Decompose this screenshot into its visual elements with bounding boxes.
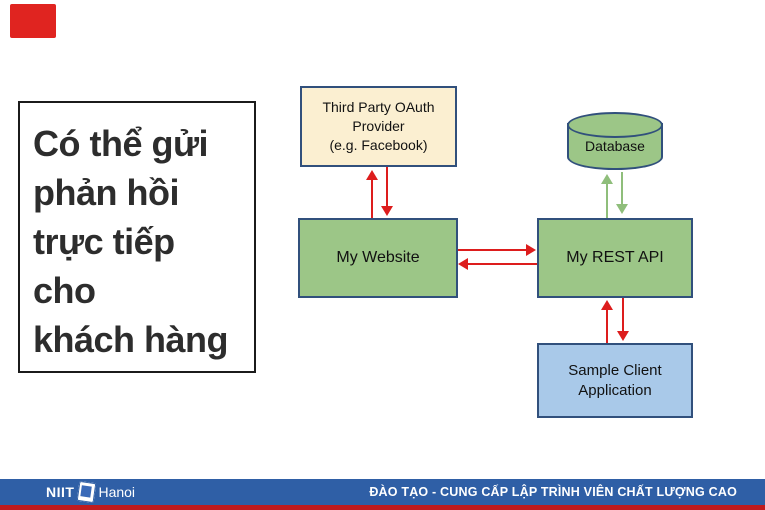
callout-text: Có thể gửi phản hồi trực tiếp cho khách … xyxy=(33,123,229,360)
arrow-line xyxy=(606,183,608,218)
my-rest-api-box: My REST API xyxy=(537,218,693,298)
database-label: Database xyxy=(585,138,645,154)
database-cylinder: Database xyxy=(567,112,663,172)
callout-box: Có thể gửi phản hồi trực tiếp cho khách … xyxy=(18,101,256,373)
oauth-provider-label: Third Party OAuth Provider (e.g. Faceboo… xyxy=(322,99,435,153)
arrow-line xyxy=(621,172,623,205)
database-cylinder-top xyxy=(567,112,663,138)
arrow-line xyxy=(371,179,373,218)
corner-accent xyxy=(10,4,56,38)
arrowhead-down-icon xyxy=(616,204,628,214)
footer-tagline: ĐÀO TẠO - CUNG CẤP LẬP TRÌNH VIÊN CHẤT L… xyxy=(369,485,737,499)
my-rest-api-label: My REST API xyxy=(566,249,664,266)
arrow-line xyxy=(468,263,537,265)
arrow-line xyxy=(458,249,526,251)
arrow-line xyxy=(386,167,388,206)
arrowhead-right-icon xyxy=(526,244,536,256)
arrowhead-left-icon xyxy=(458,258,468,270)
sample-client-box: Sample Client Application xyxy=(537,343,693,418)
hanoi-logo-text: Hanoi xyxy=(98,484,136,500)
niit-logo-icon xyxy=(77,480,97,504)
niit-hanoi-logo: NIIT Hanoi xyxy=(46,480,136,504)
oauth-provider-box: Third Party OAuth Provider (e.g. Faceboo… xyxy=(300,86,457,167)
arrow-line xyxy=(606,309,608,343)
arrowhead-down-icon xyxy=(381,206,393,216)
niit-logo-text: NIIT xyxy=(46,484,75,500)
my-website-box: My Website xyxy=(298,218,458,298)
arrowhead-down-icon xyxy=(617,331,629,341)
footer-bar xyxy=(0,479,765,505)
arrow-line xyxy=(622,298,624,332)
arrowhead-up-icon xyxy=(601,174,613,184)
sample-client-label: Sample Client Application xyxy=(568,361,662,399)
arrowhead-up-icon xyxy=(601,300,613,310)
arrowhead-up-icon xyxy=(366,170,378,180)
my-website-label: My Website xyxy=(336,249,420,266)
footer-red-strip xyxy=(0,505,765,510)
